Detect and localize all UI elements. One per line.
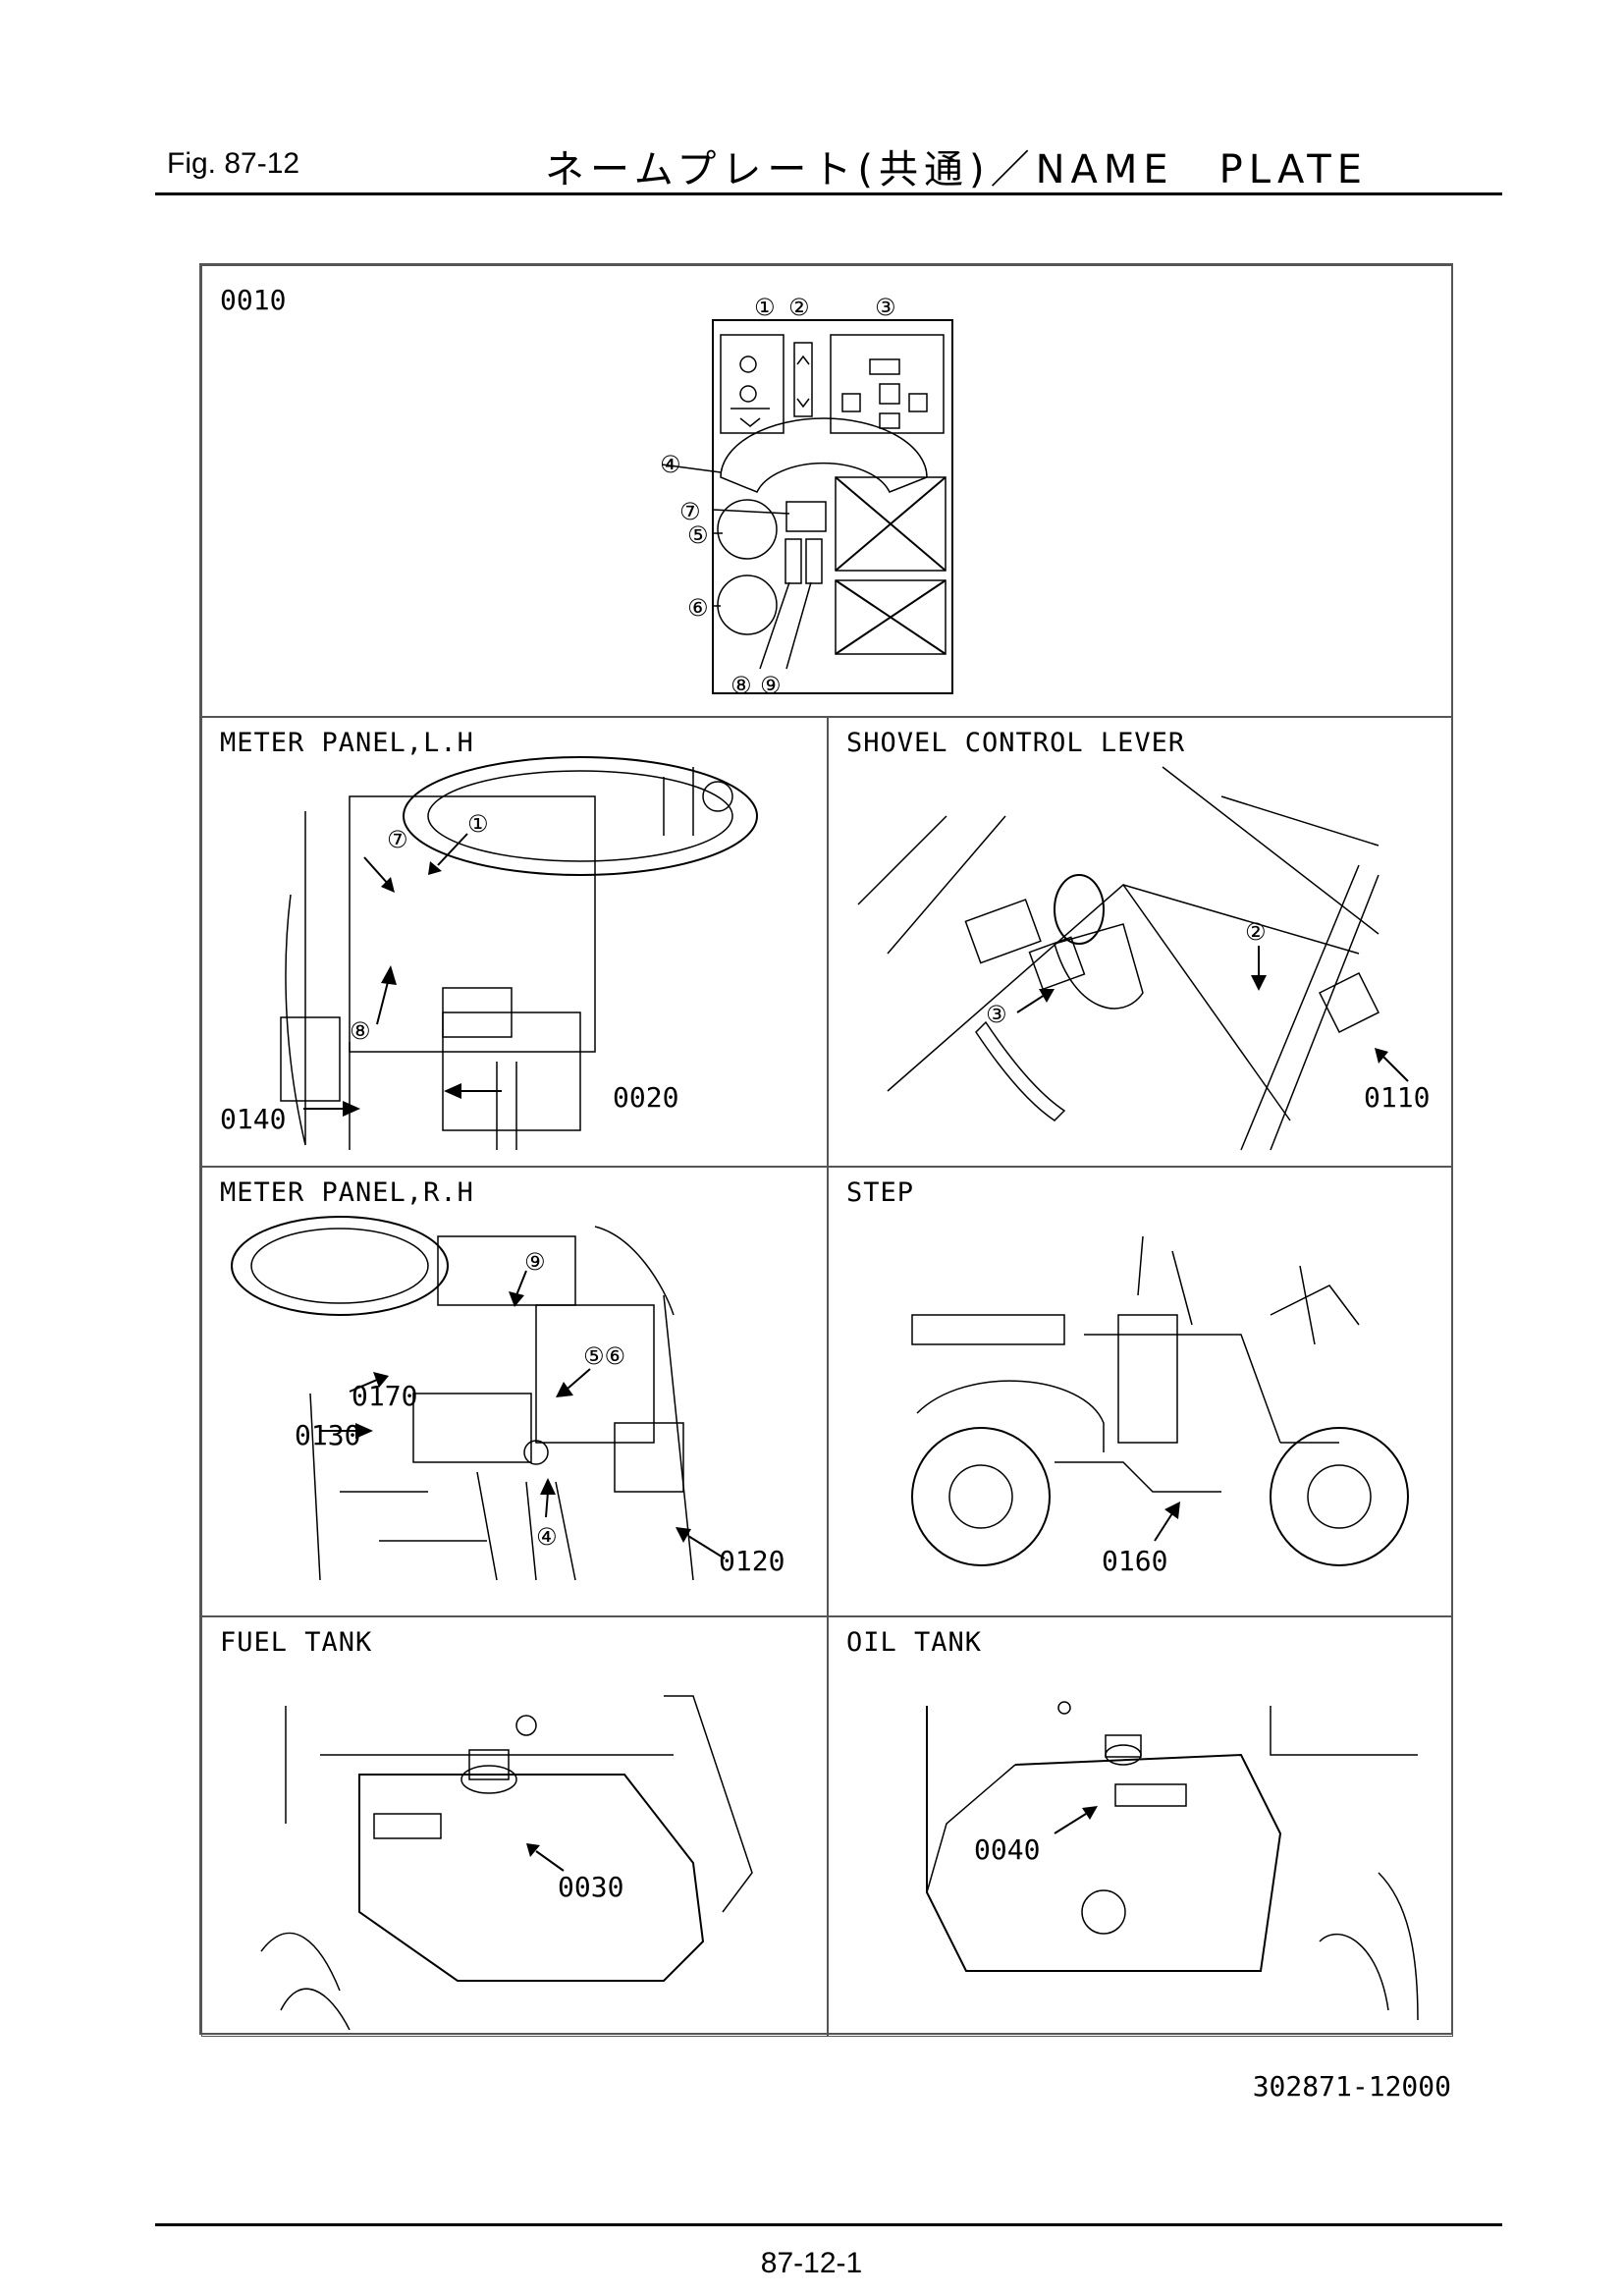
callout-0110: 0110 [1364, 1081, 1431, 1114]
callout-0170: 0170 [352, 1380, 418, 1412]
callout-0020: 0020 [613, 1081, 679, 1114]
page-number: 87-12-1 [760, 2247, 863, 2279]
label-1: ① [754, 294, 776, 321]
label-9: ⑨ [760, 672, 782, 699]
panel-title-oil: OIL TANK [846, 1627, 983, 1658]
shovel-lever-drawing: ③ ② [857, 766, 1409, 1151]
label-8: ⑧ [350, 1017, 371, 1045]
figure-frame: 0010 [199, 263, 1453, 2037]
meter-lh-drawing: ⑦ ① ⑧ [280, 756, 758, 1150]
label-7: ⑦ [387, 826, 408, 853]
panel-step: STEP 0160 [828, 1167, 1453, 1616]
label-2: ② [788, 294, 810, 321]
label-5-6: ⑤⑥ [583, 1342, 625, 1370]
panel-title-shovel: SHOVEL CONTROL LEVER [846, 728, 1186, 758]
label-6: ⑥ [687, 594, 709, 622]
oil-tank-drawing [926, 1701, 1419, 2021]
panel-title-meter-lh: METER PANEL,L.H [220, 728, 474, 758]
label-2: ② [1245, 918, 1267, 946]
callout-0040: 0040 [974, 1833, 1041, 1866]
panel-title-fuel: FUEL TANK [220, 1627, 373, 1658]
callout-0030: 0030 [558, 1871, 624, 1903]
meter-rh-drawing: ⑨ ⑤⑥ ④ [231, 1216, 726, 1581]
callout-0140: 0140 [220, 1103, 287, 1135]
figure-number: Fig. 87-12 [167, 147, 300, 180]
callout-0010: 0010 [220, 284, 287, 316]
panel-title-meter-rh: METER PANEL,R.H [220, 1177, 474, 1208]
label-8: ⑧ [730, 672, 752, 699]
callout-0160: 0160 [1102, 1545, 1168, 1577]
panel-meter-lh: METER PANEL,L.H ⑦ ① ⑧ 0020 0140 [201, 717, 828, 1167]
nameplate-sheet-drawing: ① ② ③ ④ ⑦ ⑤ ⑥ ⑧ ⑨ [660, 294, 953, 699]
panel-oil-tank: OIL TANK 0040 [828, 1616, 1453, 2037]
panel-meter-rh: METER PANEL,R.H ⑨ ⑤⑥ ④ 0170 0130 0120 [201, 1167, 828, 1616]
label-1: ① [467, 810, 489, 838]
drawing-part-number: 302871-12000 [1252, 2070, 1451, 2103]
label-3: ③ [986, 1001, 1007, 1028]
page-title: ネームプレート(共通)／NAME PLATE [545, 147, 1368, 192]
header-rule [155, 192, 1502, 195]
label-5: ⑤ [687, 521, 709, 549]
footer-rule [155, 2223, 1502, 2226]
label-9: ⑨ [524, 1248, 546, 1276]
callout-0120: 0120 [719, 1545, 785, 1577]
label-4: ④ [660, 451, 681, 478]
fuel-tank-drawing [260, 1695, 753, 2031]
step-drawing [911, 1235, 1409, 1566]
callout-0130: 0130 [295, 1419, 361, 1451]
panel-nameplate-sheet: 0010 [201, 265, 1453, 717]
panel-shovel-lever: SHOVEL CONTROL LEVER ③ ② 0110 [828, 717, 1453, 1167]
panel-fuel-tank: FUEL TANK 0030 [201, 1616, 828, 2037]
label-3: ③ [875, 294, 896, 321]
label-7: ⑦ [679, 498, 701, 525]
panel-title-step: STEP [846, 1177, 915, 1208]
label-4: ④ [536, 1523, 558, 1551]
